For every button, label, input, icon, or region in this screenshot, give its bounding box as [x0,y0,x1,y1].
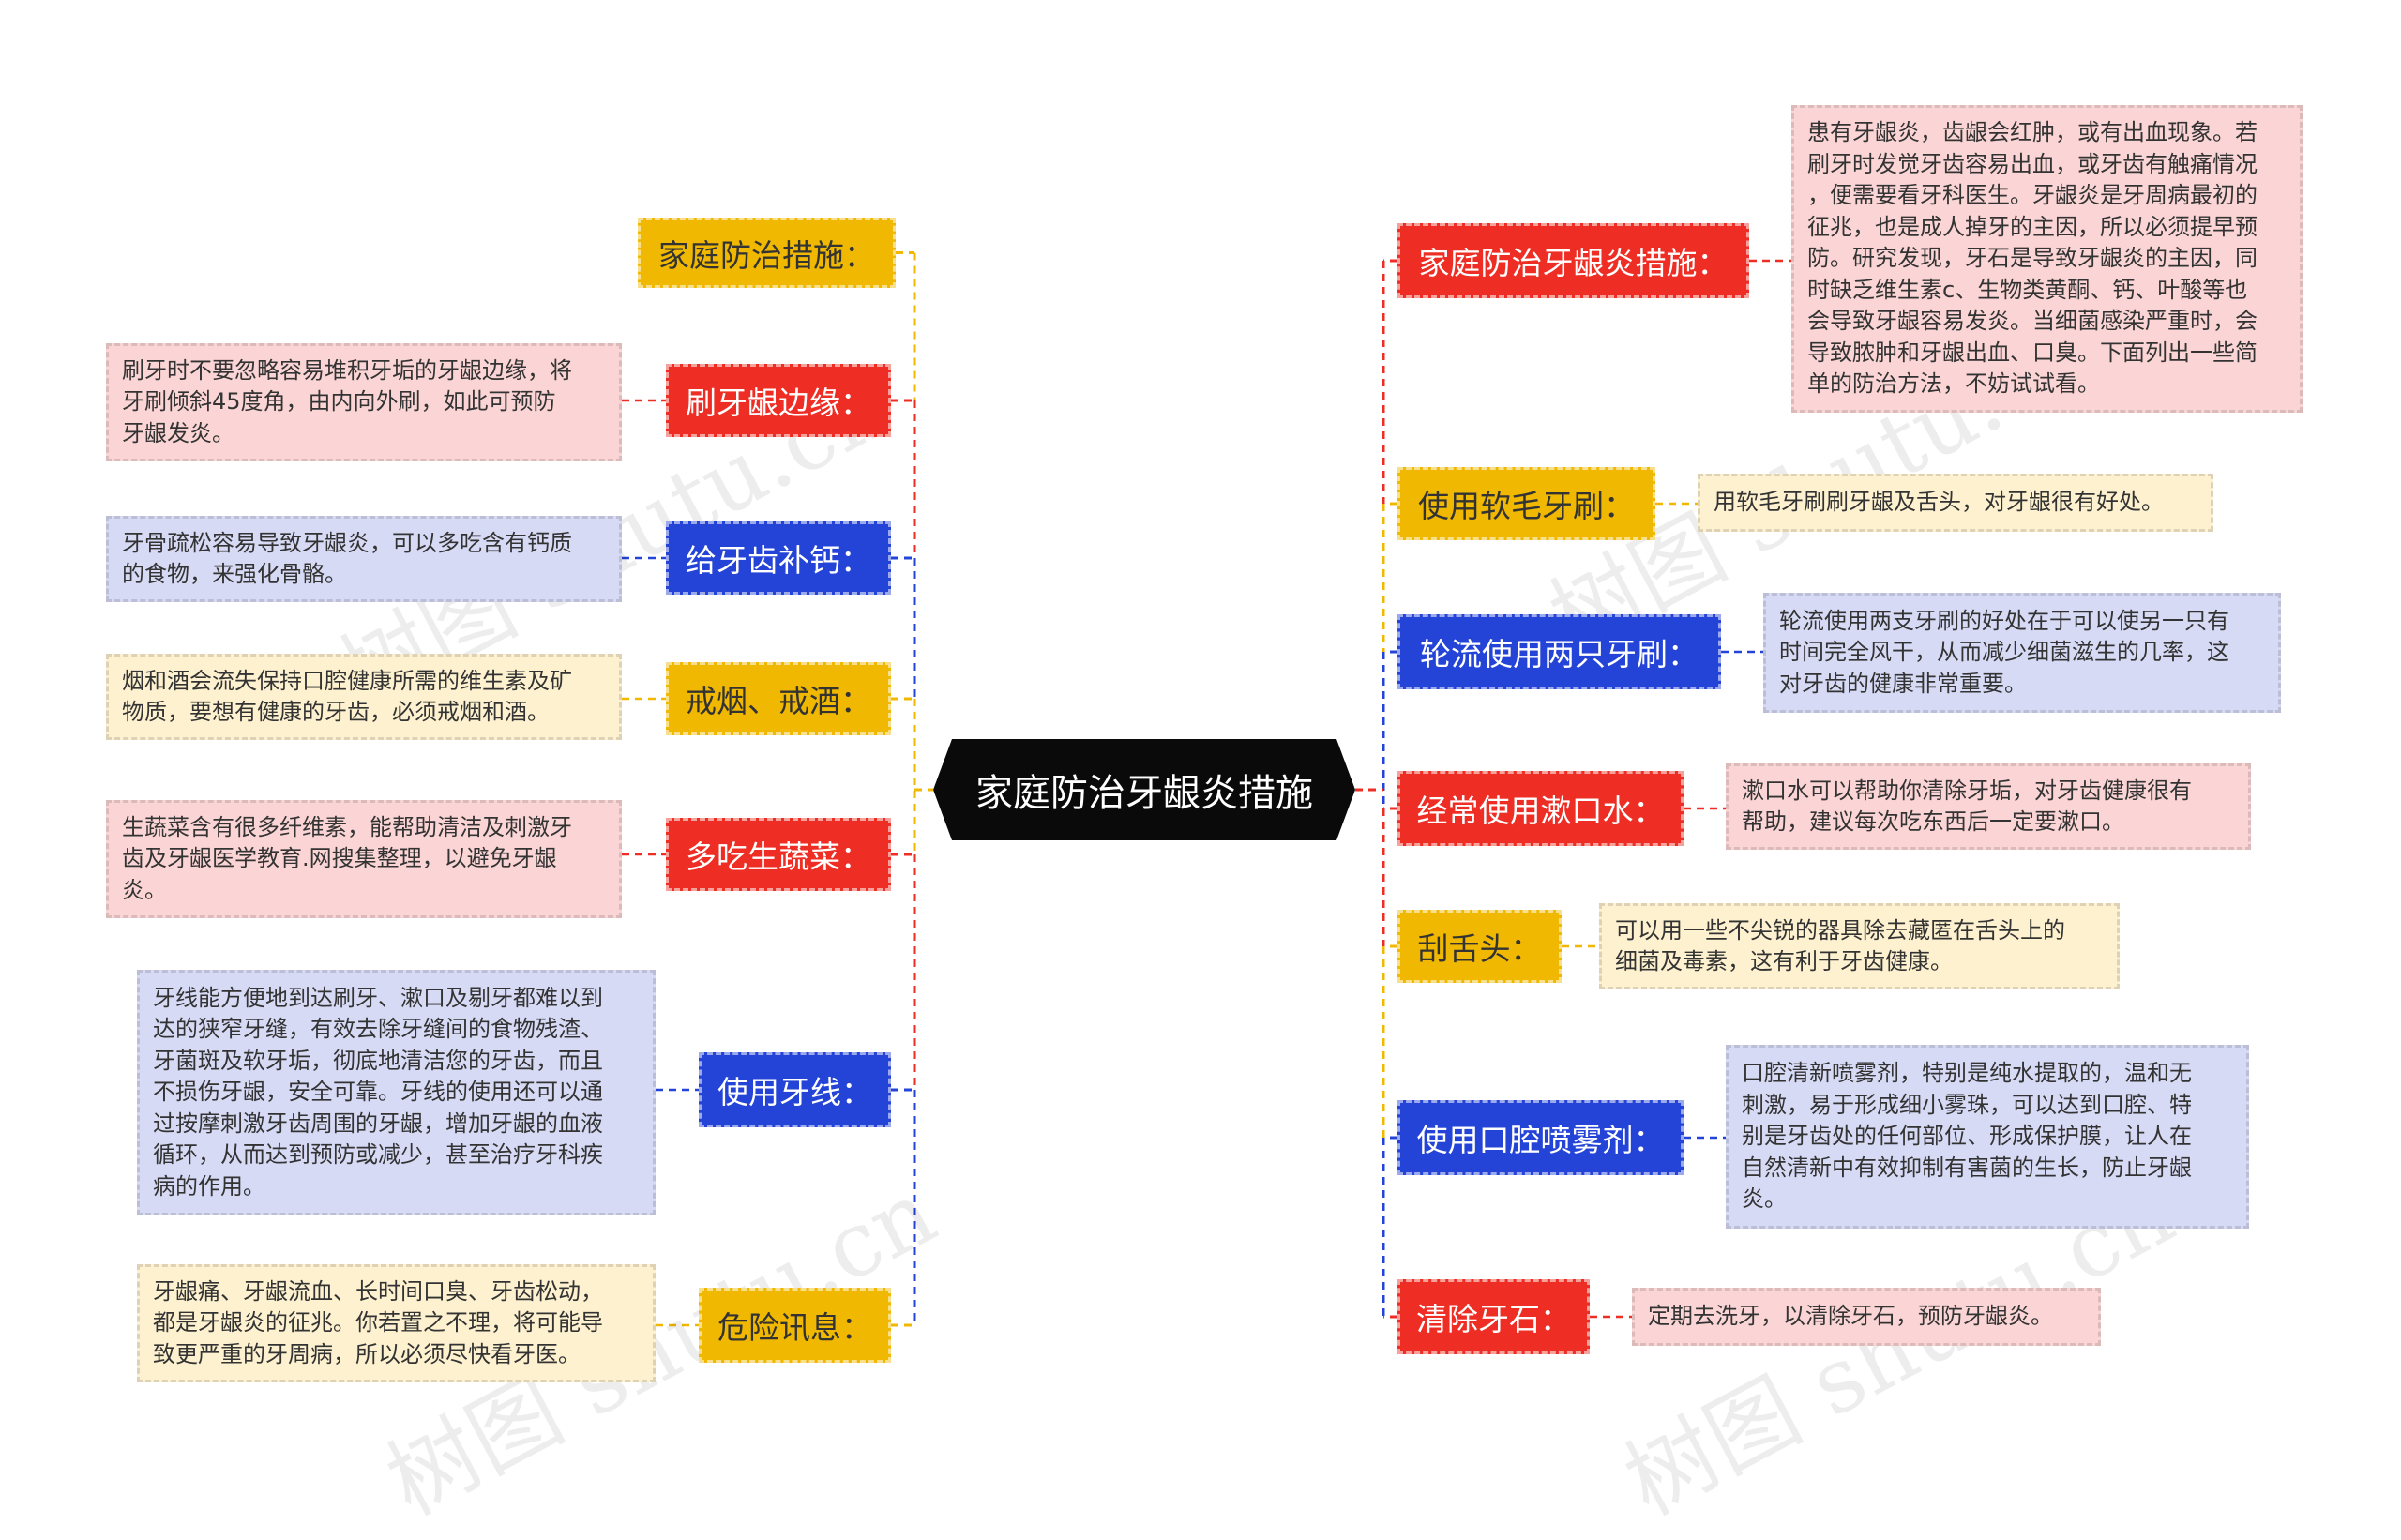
root-topic-label: 家庭防治牙龈炎措施 [975,772,1313,815]
root-topic[interactable]: 家庭防治牙龈炎措施 [933,739,1355,840]
leaf-text-line: 帮助，建议每次吃东西后一定要漱口。 [1742,808,2124,835]
right-leaf-4: 漱口水可以帮助你清除牙垢，对牙齿健康很有帮助，建议每次吃东西后一定要漱口。 [1726,763,2251,850]
branch-label: 清除牙石： [1416,1301,1571,1337]
leaf-text-line: 炎。 [122,876,167,903]
right-branch-3[interactable]: 轮流使用两只牙刷： [1397,614,1721,689]
leaf-text-line: 防。研究发现，牙石是导致牙龈炎的主因，同 [1807,245,2258,272]
right-branch-4[interactable]: 经常使用漱口水： [1397,771,1684,846]
left-leaf-5: 生蔬菜含有很多纤维素，能帮助清洁及刺激牙齿及牙龈医学教育.网搜集整理，以避免牙龈… [106,800,622,918]
leaf-text-line: 会导致牙龈容易发炎。当细菌感染严重时，会 [1807,308,2258,335]
right-branch-6[interactable]: 使用口腔喷雾剂： [1397,1100,1684,1175]
leaf-text-line: 时间完全风干，从而减少细菌滋生的几率，这 [1779,639,2229,666]
leaf-text-line: 牙龈发炎。 [122,419,234,446]
leaf-text-line: 致更严重的牙周病，所以必须尽快看牙医。 [153,1340,581,1367]
right-branch-2[interactable]: 使用软毛牙刷： [1397,467,1655,540]
branch-label: 家庭防治牙龈炎措施： [1418,245,1729,281]
leaf-text-line: 刷牙时不要忽略容易堆积牙垢的牙龈边缘，将 [122,356,572,384]
leaf-text-line: 不损伤牙龈，安全可靠。牙线的使用还可以通 [153,1079,603,1106]
right-leaf-1: 患有牙龈炎，齿龈会红肿，或有出血现象。若刷牙时发觉牙齿容易出血，或牙齿有触痛情况… [1791,105,2303,413]
leaf-text-line: 定期去洗牙，以清除牙石，预防牙龈炎。 [1648,1303,2053,1330]
leaf-text-line: 牙骨疏松容易导致牙龈炎，可以多吃含有钙质 [122,529,572,556]
left-branch-6[interactable]: 使用牙线： [699,1052,891,1127]
root-hexagon [933,739,1355,840]
leaf-text-line: 别是牙齿处的任何部位、形成保护膜，让人在 [1742,1123,2192,1150]
left-branch-2[interactable]: 刷牙龈边缘： [666,364,891,437]
leaf-text-line: 用软毛牙刷刷牙龈及舌头，对牙龈很有好处。 [1714,489,2164,516]
left-branch-4[interactable]: 戒烟、戒酒： [666,662,891,735]
leaf-text-line: 循环，从而达到预防或减少，甚至治疗牙科疾 [153,1141,603,1169]
leaf-text-line: 达的狭窄牙缝，有效去除牙缝间的食物残渣、 [153,1016,603,1043]
branch-label: 使用口腔喷雾剂： [1416,1122,1665,1158]
branch-label: 给牙齿补钙： [686,542,871,579]
leaf-text-line: 牙菌斑及软牙垢，彻底地清洁您的牙齿，而且 [153,1047,603,1074]
leaf-text-line: 口腔清新喷雾剂，特别是纯水提取的，温和无 [1742,1060,2192,1087]
branch-label: 戒烟、戒酒： [686,683,871,719]
branch-label: 刮舌头： [1417,930,1542,967]
branch-label: 使用软毛牙刷： [1418,488,1635,524]
right-branch-5[interactable]: 刮舌头： [1397,910,1562,983]
leaf-text-line: 牙线能方便地到达刷牙、漱口及剔牙都难以到 [153,984,603,1011]
leaf-text-line: 刺激，易于形成细小雾珠，可以达到口腔、特 [1742,1091,2192,1118]
leaf-text-line: 患有牙龈炎，齿龈会红肿，或有出血现象。若 [1807,119,2258,146]
leaf-text-line: 牙龈痛、牙龈流血、长时间口臭、牙齿松动， [153,1277,603,1305]
leaf-text-line: 的食物，来强化骨骼。 [122,561,347,587]
leaf-text-line: 对牙齿的健康非常重要。 [1779,670,2027,697]
leaf-text-line: 物质，要想有健康的牙齿，必须戒烟和酒。 [122,699,550,725]
mind-map-canvas: 树图 shutu.cn 树图 shutu.cn 树图 shutu.cn 树图 s… [106,105,2303,1535]
leaf-text-line: 轮流使用两支牙刷的好处在于可以使另一只有 [1779,607,2229,634]
left-leaf-4: 烟和酒会流失保持口腔健康所需的维生素及矿物质，要想有健康的牙齿，必须戒烟和酒。 [106,654,622,740]
leaf-text-line: 过按摩刺激牙齿周围的牙龈，增加牙龈的血液 [153,1110,603,1137]
branch-label: 家庭防治措施： [658,236,875,274]
branch-label: 使用牙线： [717,1074,872,1110]
leaf-text-line: 细菌及毒素，这有利于牙齿健康。 [1615,948,1953,974]
leaf-text-line: 自然清新中有效抑制有害菌的生长，防止牙龈 [1742,1154,2192,1181]
leaf-text-line: 导致脓肿和牙龈出血、口臭。下面列出一些简 [1807,339,2258,366]
branch-label: 危险讯息： [717,1309,872,1346]
leaf-text-line: 漱口水可以帮助你清除牙垢，对牙齿健康很有 [1742,777,2192,804]
left-leaf-7: 牙龈痛、牙龈流血、长时间口臭、牙齿松动， 都是牙龈炎的征兆。你若置之不理，将可能导… [137,1264,656,1382]
right-leaf-6: 口腔清新喷雾剂，特别是纯水提取的，温和无刺激，易于形成细小雾珠，可以达到口腔、特… [1726,1045,2249,1229]
right-leaf-2: 用软毛牙刷刷牙龈及舌头，对牙龈很有好处。 [1698,474,2213,532]
left-leaf-3: 牙骨疏松容易导致牙龈炎，可以多吃含有钙质的食物，来强化骨骼。 [106,516,622,602]
right-leaf-3: 轮流使用两支牙刷的好处在于可以使另一只有时间完全风干，从而减少细菌滋生的几率，这… [1763,593,2281,713]
leaf-text-line: 牙刷倾斜45度角，由内向外刷，如此可预防 [122,388,556,415]
leaf-text-line: 刷牙时发觉牙齿容易出血，或牙齿有触痛情况 [1807,150,2258,177]
leaf-text-line: 时缺乏维生素c、生物类黄酮、钙、叶酸等也 [1807,276,2248,303]
leaf-text-line: 齿及牙龈医学教育.网搜集整理，以避免牙龈 [122,845,557,872]
right-branch-1[interactable]: 家庭防治牙龈炎措施： [1397,223,1749,298]
right-branch-7[interactable]: 清除牙石： [1397,1279,1590,1354]
leaf-text-line: 病的作用。 [153,1172,265,1200]
leaf-text-line: 可以用一些不尖锐的器具除去藏匿在舌头上的 [1615,916,2065,944]
branch-label: 经常使用漱口水： [1416,793,1665,829]
leaf-text-line: 征兆，也是成人掉牙的主因，所以必须提早预 [1807,213,2258,240]
left-leaf-6: 牙线能方便地到达刷牙、漱口及剔牙都难以到达的狭窄牙缝，有效去除牙缝间的食物残渣、… [137,970,656,1215]
leaf-text-line: ，便需要看牙科医生。牙龈炎是牙周病最初的 [1807,182,2258,209]
left-leaf-2: 刷牙时不要忽略容易堆积牙垢的牙龈边缘，将牙刷倾斜45度角，由内向外刷，如此可预防… [106,343,622,461]
branch-label: 刷牙龈边缘： [686,385,871,421]
right-leaf-5: 可以用一些不尖锐的器具除去藏匿在舌头上的细菌及毒素，这有利于牙齿健康。 [1599,903,2120,989]
branch-label: 轮流使用两只牙刷： [1420,636,1699,672]
leaf-text-line: 生蔬菜含有很多纤维素，能帮助清洁及刺激牙 [122,813,572,840]
leaf-text-line: 烟和酒会流失保持口腔健康所需的维生素及矿 [122,667,572,694]
left-branch-1[interactable]: 家庭防治措施： [638,218,896,288]
left-branch-5[interactable]: 多吃生蔬菜： [666,818,891,891]
branch-label: 多吃生蔬菜： [686,838,871,875]
leaf-text-line: 都是牙龈炎的征兆。你若置之不理，将可能导 [153,1309,603,1336]
leaf-text-line: 单的防治方法，不妨试试看。 [1807,370,2100,398]
leaf-text-line: 炎。 [1742,1185,1787,1213]
right-leaf-7: 定期去洗牙，以清除牙石，预防牙龈炎。 [1632,1288,2101,1346]
left-branch-7[interactable]: 危险讯息： [699,1288,891,1363]
left-branch-3[interactable]: 给牙齿补钙： [666,521,891,595]
